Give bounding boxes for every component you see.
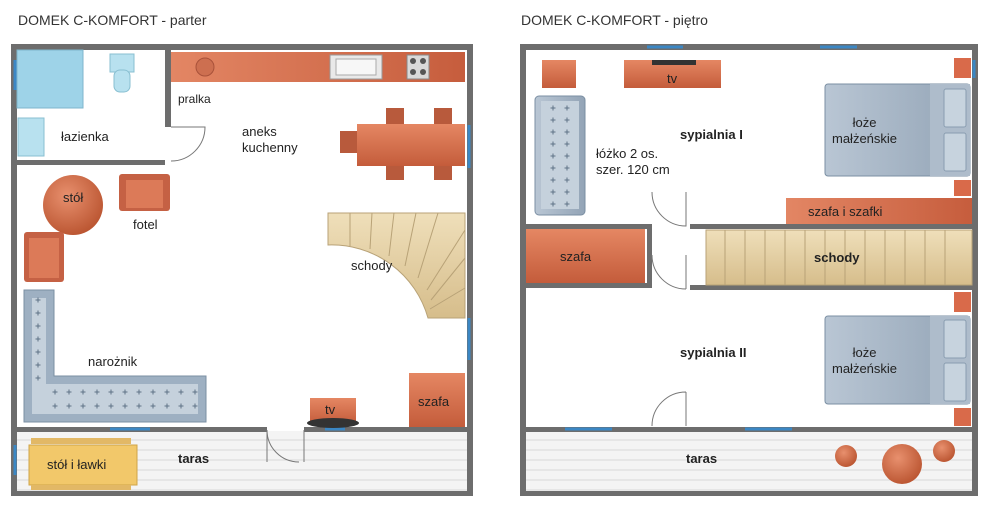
corner-sofa [23, 289, 207, 423]
label-naroznik: narożnik [88, 354, 138, 369]
terrace-bench-top [31, 438, 131, 444]
terrace-bench-bottom [31, 485, 131, 490]
label-lazienka: łazienka [61, 129, 109, 144]
label-schody-pietro: schody [814, 250, 860, 265]
label-pralka: pralka [178, 92, 211, 106]
label-loze-malzenskie-2: łoże małżeńskie [832, 345, 898, 376]
upper-nightstand-1 [954, 58, 971, 78]
upper-stairs [705, 229, 973, 286]
ground-floor-title: DOMEK C-KOMFORT - parter [18, 12, 207, 28]
label-sypialnia-2: sypialnia II [680, 345, 747, 360]
upper-floor-title: DOMEK C-KOMFORT - piętro [521, 12, 708, 28]
label-szafa-i-szafki: szafa i szafki [808, 204, 883, 219]
label-aneks-kuchenny: aneks kuchenny [242, 124, 298, 155]
upper-wardrobe [526, 229, 645, 283]
toilet [109, 53, 135, 73]
label-loze-malzenskie-1: łoże małżeńskie [832, 115, 898, 146]
upper-nightstand-4 [954, 408, 971, 426]
label-lozko-120: łóżko 2 os. szer. 120 cm [596, 146, 670, 177]
upper-cabinet [542, 60, 576, 88]
sink [17, 117, 45, 157]
upper-nightstand-3 [954, 292, 971, 312]
terrace-stool-1 [835, 445, 857, 467]
bed-120 [534, 95, 586, 216]
label-stol: stół [63, 190, 84, 205]
dining-set [340, 108, 465, 180]
stove [406, 54, 430, 80]
label-taras-pietro: taras [686, 451, 718, 466]
ground-floor-plan [11, 44, 473, 496]
wardrobe-and-cabinets [786, 198, 972, 224]
ground-wardrobe [409, 373, 465, 427]
terrace-stool-2 [933, 440, 955, 462]
upper-floor-plan [520, 44, 978, 496]
shower [16, 49, 84, 109]
label-sypialnia-1: sypialnia I [680, 127, 743, 142]
double-bed-2 [824, 315, 971, 405]
label-fotel: fotel [133, 217, 158, 232]
label-szafa-parter: szafa [418, 394, 450, 409]
upper-nightstand-2 [954, 180, 971, 196]
label-tv-parter: tv [325, 402, 336, 417]
label-schody-parter: schody [351, 258, 393, 273]
label-tv-pietro: tv [667, 71, 678, 86]
terrace-table [28, 444, 138, 486]
double-bed-1 [824, 83, 971, 177]
label-szafa-pietro: szafa [560, 249, 592, 264]
round-table [43, 175, 103, 235]
ground-stairs [327, 212, 466, 319]
terrace-table-round [882, 444, 922, 484]
label-taras-parter: taras [178, 451, 210, 466]
label-stol-i-lawki: stół i ławki [47, 457, 107, 472]
